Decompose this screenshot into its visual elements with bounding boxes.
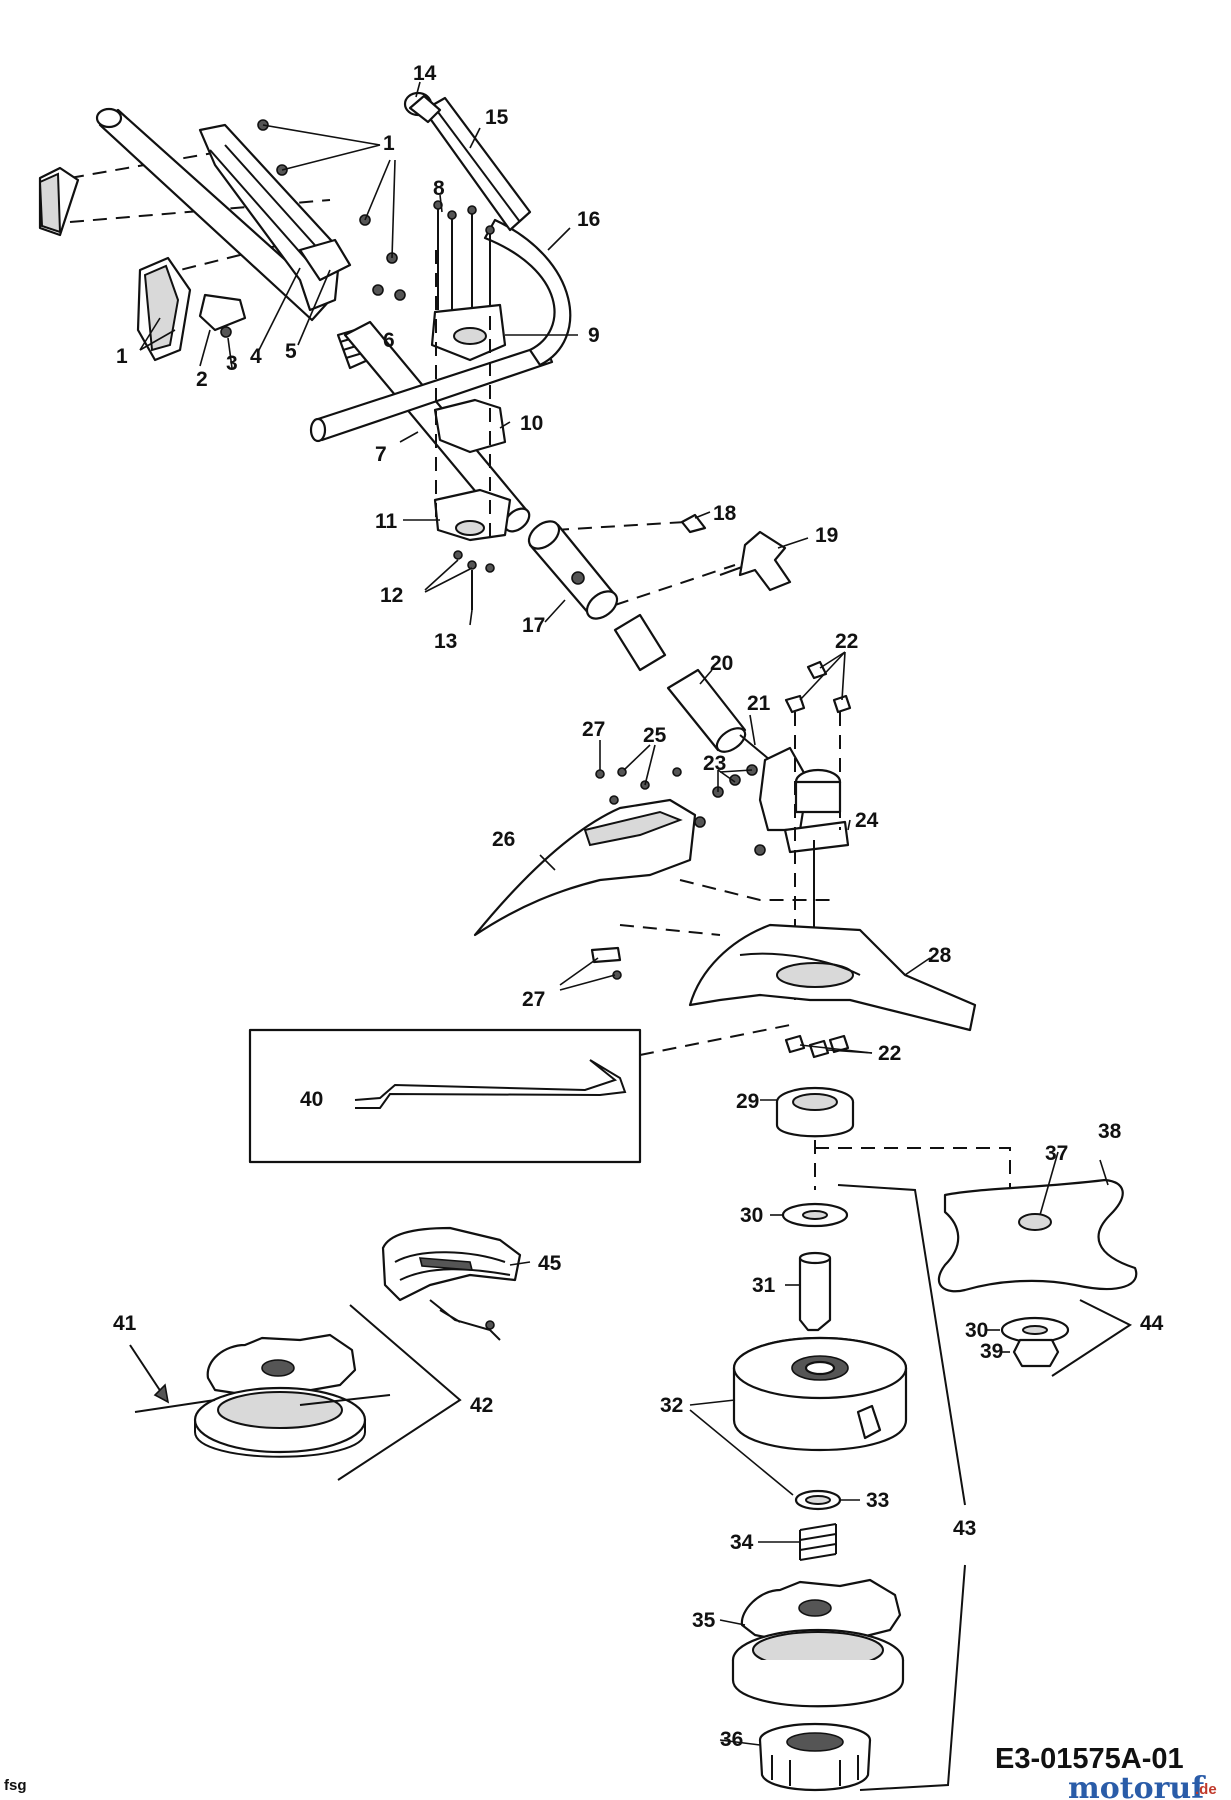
callout-24: 24 (855, 809, 879, 832)
callout-2: 2 (196, 368, 208, 391)
callout-12: 12 (380, 584, 403, 607)
gearhead-guard-assembly (473, 651, 977, 1059)
callout-43: 43 (953, 1517, 976, 1540)
callout-4: 4 (250, 345, 262, 368)
callout-20: 20 (710, 652, 733, 675)
callout-38: 38 (1098, 1120, 1122, 1143)
callout-22-bottom: 22 (878, 1042, 901, 1065)
watermark-text: motoruf (1068, 1771, 1206, 1800)
callout-37: 37 (1045, 1142, 1068, 1165)
inset-box-part-40 (248, 1024, 791, 1164)
callout-8: 8 (433, 177, 445, 200)
callout-33: 33 (866, 1489, 889, 1512)
callout-9: 9 (588, 324, 600, 347)
callout-19: 19 (815, 524, 838, 547)
callout-45: 45 (538, 1252, 562, 1275)
callout-29: 29 (736, 1090, 759, 1113)
callout-6: 6 (383, 329, 395, 352)
callout-15: 15 (485, 106, 509, 129)
callout-14: 14 (413, 62, 437, 85)
callout-21: 21 (747, 692, 771, 715)
callout-31: 31 (752, 1274, 776, 1297)
callout-27-bottom: 27 (522, 988, 545, 1011)
callout-1-left: 1 (116, 345, 128, 368)
callout-23: 23 (703, 752, 726, 775)
callout-3: 3 (226, 352, 238, 375)
callout-26: 26 (492, 828, 515, 851)
callout-17: 17 (522, 614, 545, 637)
blade-head-assembly (689, 1086, 1138, 1792)
corner-note: fsg (4, 1777, 27, 1794)
callout-34: 34 (730, 1531, 754, 1554)
handlebar-assembly (38, 107, 406, 370)
callout-36: 36 (720, 1728, 743, 1751)
drawing-code: E3-01575A-01 (995, 1743, 1184, 1775)
callout-40: 40 (300, 1088, 323, 1111)
trimmer-head-set (129, 1304, 462, 1481)
callout-10: 10 (520, 412, 543, 435)
callout-27-top: 27 (582, 718, 605, 741)
callout-39: 39 (980, 1340, 1003, 1363)
callout-22-top: 22 (835, 630, 858, 653)
callout-5: 5 (285, 340, 297, 363)
callout-1-top: 1 (383, 132, 395, 155)
coupling-assembly (527, 511, 809, 761)
callout-32: 32 (660, 1394, 683, 1417)
watermark: motoruf .de (1068, 1771, 1217, 1800)
watermark-tld: .de (1195, 1781, 1217, 1798)
callout-35: 35 (692, 1609, 716, 1632)
callout-18: 18 (713, 502, 737, 525)
callout-11: 11 (375, 510, 398, 533)
callout-labels: 1 1 2 3 4 5 6 7 8 9 10 11 12 13 14 15 16… (113, 62, 1164, 1751)
callout-28: 28 (928, 944, 952, 967)
callout-30-left: 30 (740, 1204, 763, 1227)
callout-41: 41 (113, 1312, 137, 1335)
callout-25: 25 (643, 724, 667, 747)
shoulder-strap (381, 1226, 531, 1341)
callout-13: 13 (434, 630, 457, 653)
handle-clamp-assembly (403, 194, 578, 626)
callout-44: 44 (1140, 1312, 1164, 1335)
main-shaft-assembly (309, 81, 572, 533)
callout-42: 42 (470, 1394, 493, 1417)
callout-7: 7 (375, 443, 387, 466)
callout-30-right: 30 (965, 1319, 988, 1342)
callout-16: 16 (577, 208, 600, 231)
